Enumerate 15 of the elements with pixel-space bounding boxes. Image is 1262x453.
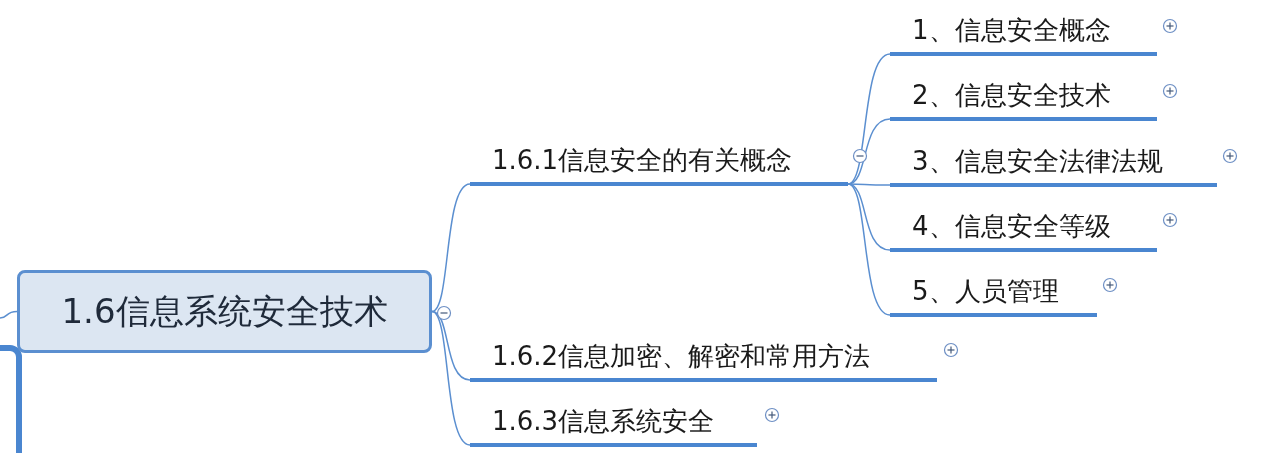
connector-line — [0, 310, 18, 319]
topic-label: 5、人员管理 — [890, 269, 1097, 317]
connector-line — [847, 53, 891, 185]
topic-label: 2、信息安全技术 — [890, 73, 1157, 121]
central-topic-box: 1.6信息系统安全技术 — [17, 270, 432, 353]
connector-line — [431, 310, 471, 446]
connector-line — [847, 183, 891, 316]
connector-line — [431, 183, 471, 313]
topic-label: 4、信息安全等级 — [890, 204, 1157, 252]
topic-label: 3、信息安全法律法规 — [890, 139, 1217, 187]
connector-line — [431, 310, 471, 381]
topic-label: 1.6.1信息安全的有关概念 — [470, 138, 848, 186]
topic-label: 1.6.2信息加密、解密和常用方法 — [470, 334, 937, 382]
topic-label: 1、信息安全概念 — [890, 8, 1157, 56]
topic-label: 1.6.3信息系统安全 — [470, 399, 757, 447]
